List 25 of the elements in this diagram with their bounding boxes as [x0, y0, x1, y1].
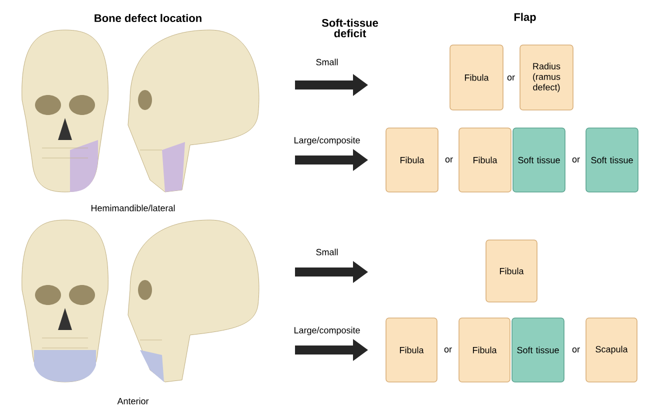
row-label: Small: [316, 58, 338, 66]
row-label: Large/composite: [294, 326, 360, 336]
row-label: Small: [316, 248, 338, 256]
row-label: Large/composite: [294, 136, 360, 146]
flap-box: Radius (ramus defect): [520, 44, 574, 110]
or-label: or: [572, 348, 580, 352]
flap-box: Fibula: [458, 318, 510, 382]
caption: Anterior: [117, 398, 149, 404]
or-label: or: [445, 158, 453, 162]
caption: Hemimandible/lateral: [91, 204, 175, 212]
flap-box: Scapula: [586, 318, 638, 382]
flap-box: Soft tissue: [512, 128, 566, 192]
or-label: or: [444, 348, 452, 352]
flap-box: Soft tissue: [586, 128, 638, 192]
column-heading: Soft-tissue deficit: [322, 18, 378, 38]
flap-box: Fibula: [450, 44, 504, 110]
flap-box: Fibula: [386, 318, 438, 382]
column-heading: Bone defect location: [94, 14, 202, 22]
flap-box: Fibula: [458, 128, 512, 192]
flap-box: Fibula: [486, 240, 538, 302]
or-label: or: [572, 158, 580, 162]
column-heading: Flap: [514, 12, 536, 24]
flap-box: Fibula: [386, 128, 438, 192]
or-label: or: [507, 76, 515, 80]
flap-box: Soft tissue: [512, 318, 564, 382]
